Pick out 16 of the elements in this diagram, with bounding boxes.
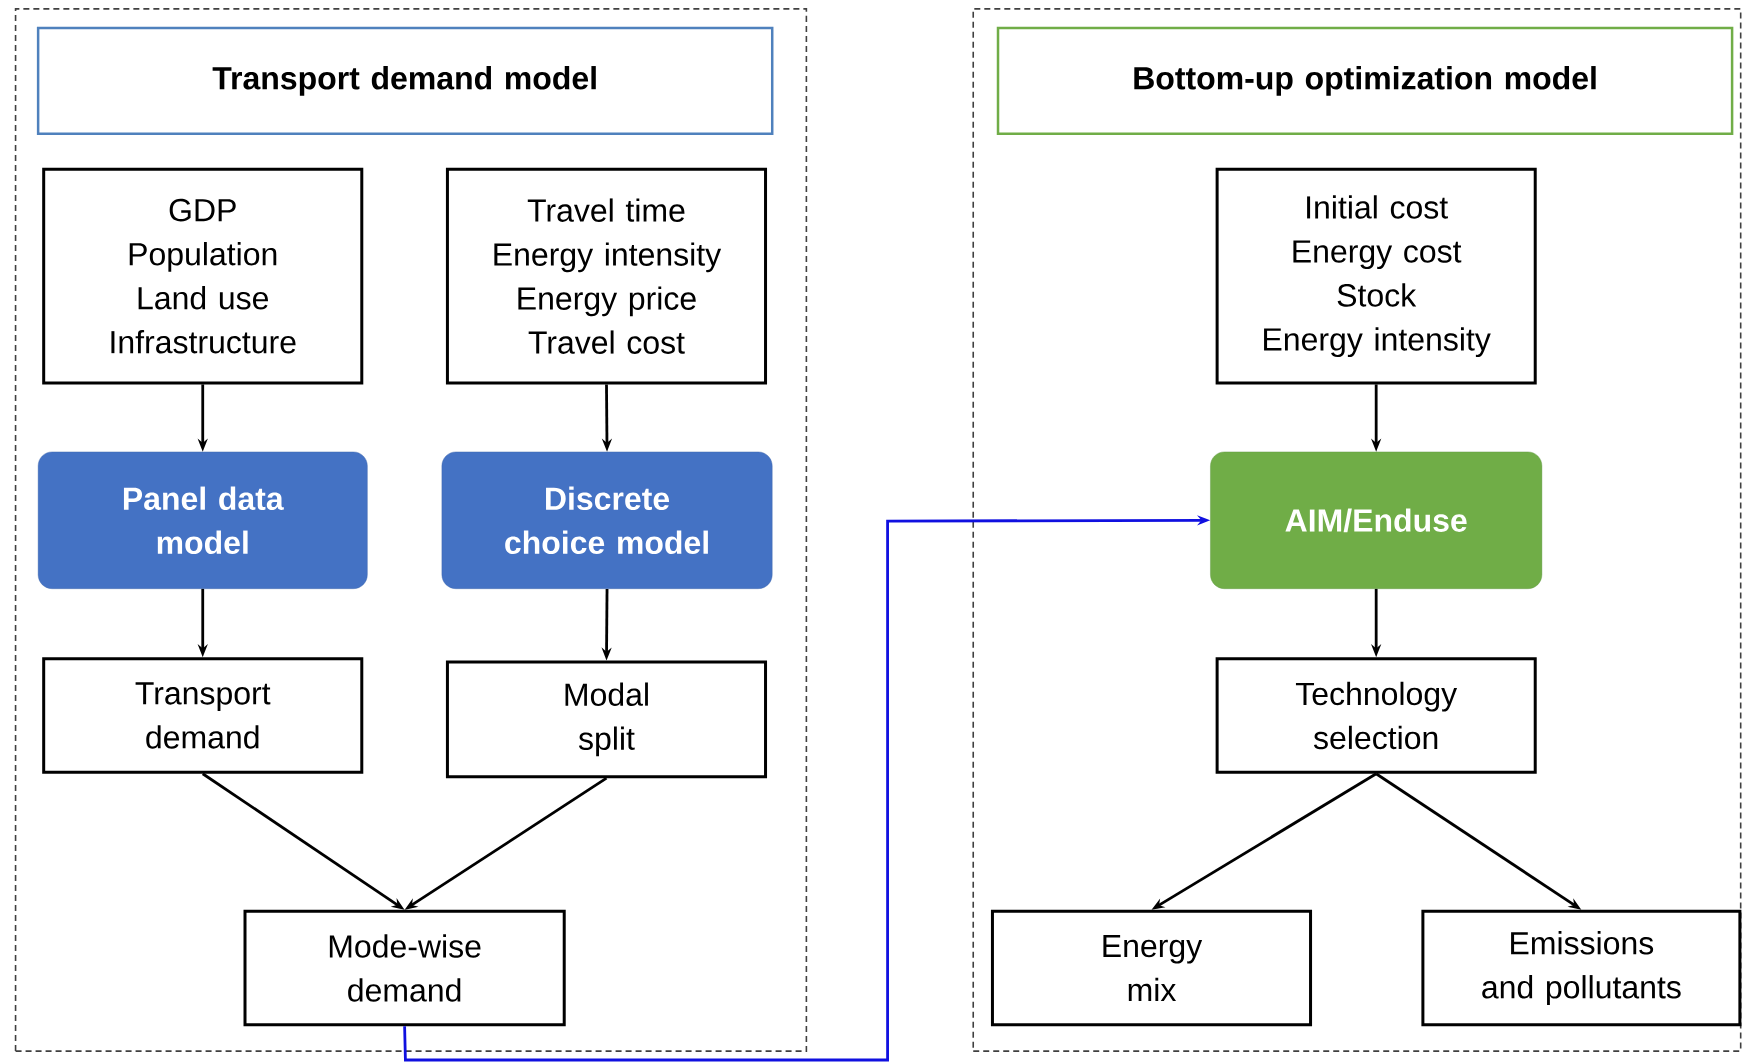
dashed-group-frame: [972, 8, 1742, 1052]
input-box: Technology selection: [1215, 657, 1537, 774]
model-box: Discrete choice model: [441, 451, 773, 589]
model-box: Panel data model: [37, 451, 368, 589]
input-box: Emissions and pollutants: [1421, 909, 1742, 1027]
input-box: Modal split: [445, 660, 768, 779]
title-box: Transport demand model: [36, 26, 774, 136]
input-box: Travel time Energy intensity Energy price Travel cost: [445, 167, 768, 385]
title-box: Bottom-up optimization model: [996, 26, 1734, 136]
input-box: Transport demand: [42, 657, 364, 774]
input-box: GDP Population Land use Infrastructure: [42, 167, 364, 385]
model-box: AIM/Enduse: [1210, 451, 1543, 589]
input-box: Initial cost Energy cost Stock Energy intensity: [1215, 167, 1537, 385]
input-box: Energy mix: [990, 909, 1313, 1027]
input-box: Mode-wise demand: [243, 909, 566, 1027]
dashed-group-frame: [14, 8, 808, 1052]
